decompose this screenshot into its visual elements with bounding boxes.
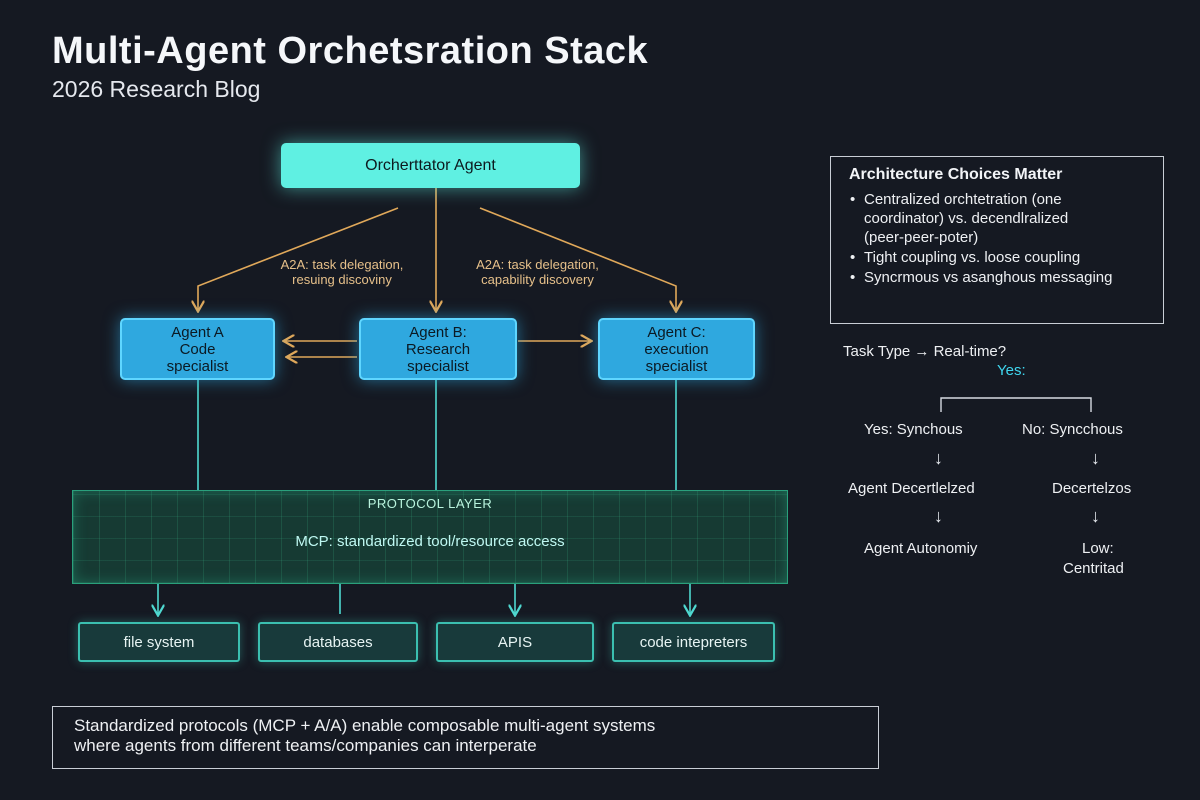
agent-a-node: Agent A Code specialist: [120, 318, 275, 380]
agent-b-node: Agent B: Research specialist: [359, 318, 517, 380]
tool-file-system: file system: [78, 622, 240, 662]
down-arrow-icon: ↓: [1091, 506, 1100, 526]
a2a-label-left: A2A: task delegation, resuing discoviny: [280, 257, 404, 287]
orchestrator-agent-node: Orcherttator Agent: [281, 143, 580, 188]
protocol-layer: PROTOCOL LAYER MCP: standardized tool/re…: [72, 490, 788, 584]
page-title: Multi-Agent Orchetsration Stack: [52, 30, 649, 72]
protocol-layer-label: PROTOCOL LAYER: [367, 496, 493, 511]
decision-left-end: Agent Autonomiy: [864, 540, 978, 557]
footer-line-2: where agents from different teams/compan…: [74, 736, 537, 755]
down-arrow-icon: ↓: [1091, 448, 1100, 468]
architecture-bullet: Syncrmous vs asanghous messaging: [850, 268, 1151, 287]
decision-question: Task Type → Real-time?: [843, 343, 1007, 360]
decision-yes-top: Yes:: [997, 362, 1026, 379]
a2a-connectors: [198, 188, 676, 357]
down-arrow-icon: ↓: [934, 448, 943, 468]
a2a-arrow-agent-c: [479, 207, 676, 310]
architecture-heading: Architecture Choices Matter: [849, 166, 1063, 183]
mcp-label: MCP: standardized tool/resource access: [295, 533, 565, 550]
down-arrow-icon: ↓: [934, 506, 943, 526]
architecture-bullet: Tight coupling vs. loose coupling: [850, 248, 1151, 267]
architecture-bullets: Centralized orchtetration (one coordinat…: [849, 190, 1151, 287]
decision-right-branch: No: Syncchous: [1022, 421, 1123, 438]
architecture-bullet: Centralized orchtetration (one coordinat…: [850, 190, 1151, 247]
a2a-arrow-agent-a: [198, 207, 399, 310]
tool-code-interpreters: code intepreters: [612, 622, 775, 662]
decision-tree-lines: [940, 397, 1092, 412]
footer-line-1: Standardized protocols (MCP + A/A) enabl…: [74, 716, 656, 735]
decision-left-branch: Yes: Synchous: [864, 421, 963, 438]
decision-right-end-1: Low:: [1082, 540, 1114, 557]
architecture-choices-panel: Architecture Choices Matter Centralized …: [830, 156, 1164, 324]
decision-right-end-2: Centritad: [1063, 560, 1124, 577]
footer-summary-box: Standardized protocols (MCP + A/A) enabl…: [52, 706, 879, 769]
decision-left-mid: Agent Decertlelzed: [848, 480, 975, 497]
tool-apis: APIS: [436, 622, 594, 662]
decision-right-mid: Decertelzos: [1052, 480, 1132, 497]
page-subtitle: 2026 Research Blog: [52, 76, 261, 102]
a2a-label-right: A2A: task delegation, capability discove…: [476, 257, 599, 287]
agent-c-node: Agent C: execution specialist: [598, 318, 755, 380]
tool-databases: databases: [258, 622, 418, 662]
